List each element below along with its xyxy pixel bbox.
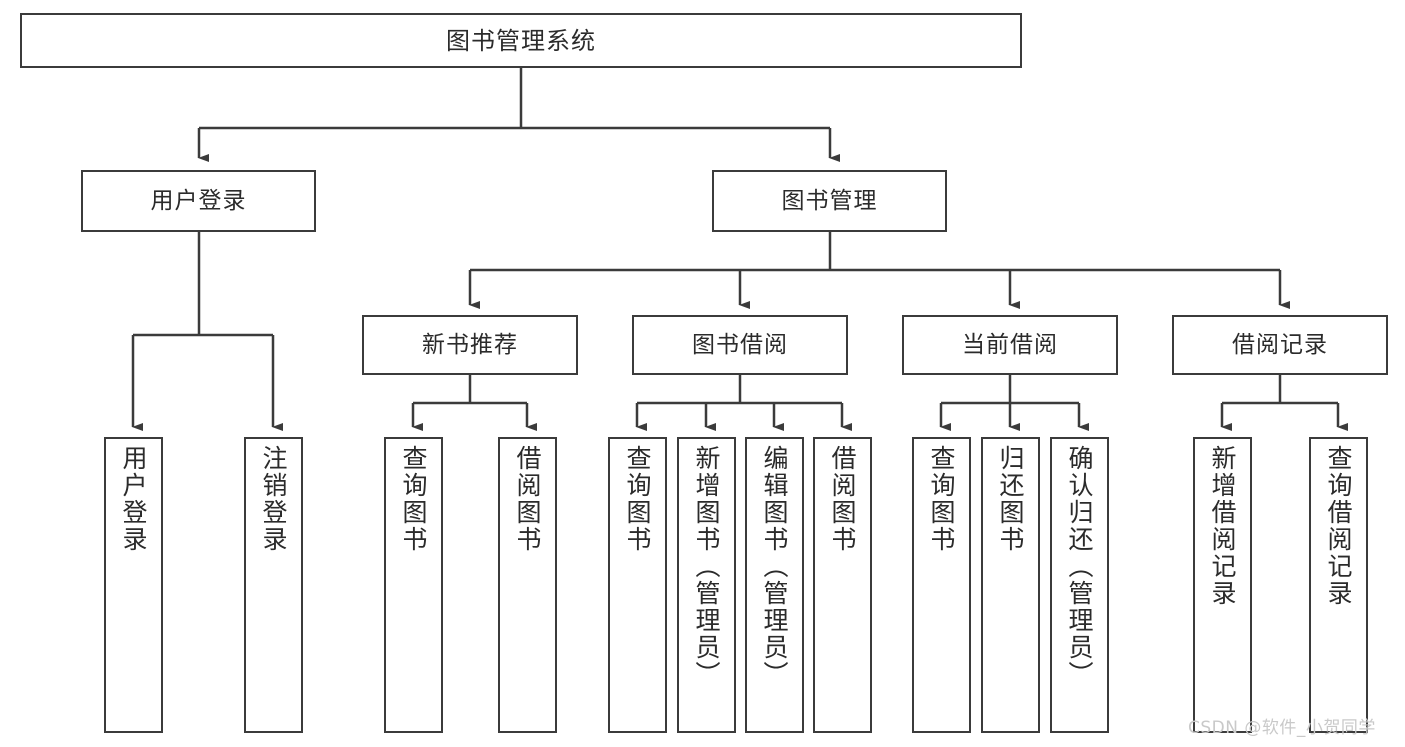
node-root[interactable]: 图书管理系统: [20, 13, 1022, 68]
node-borrow-record[interactable]: 借阅记录: [1172, 315, 1388, 375]
node-label: 当前借阅: [962, 331, 1058, 358]
node-label: 图书管理: [781, 187, 878, 214]
leaf-borrow-query-book[interactable]: 查询图书: [608, 437, 667, 733]
node-label: 注销登录: [259, 445, 288, 553]
node-label: 新增图书（管理员）: [692, 445, 721, 688]
leaf-current-confirm-return-admin[interactable]: 确认归还（管理员）: [1050, 437, 1109, 733]
node-label: 借阅记录: [1232, 331, 1328, 358]
node-label: 编辑图书（管理员）: [760, 445, 789, 688]
node-label: 确认归还（管理员）: [1065, 445, 1094, 688]
leaf-borrow-borrow-book[interactable]: 借阅图书: [813, 437, 872, 733]
node-user-login[interactable]: 用户登录: [81, 170, 316, 232]
node-label: 图书借阅: [692, 331, 788, 358]
leaf-current-query-book[interactable]: 查询图书: [912, 437, 971, 733]
node-current-borrow[interactable]: 当前借阅: [902, 315, 1118, 375]
leaf-user-login-login[interactable]: 用户登录: [104, 437, 163, 733]
node-label: 查询图书: [927, 445, 956, 553]
node-label: 查询图书: [623, 445, 652, 553]
leaf-borrow-edit-book-admin[interactable]: 编辑图书（管理员）: [745, 437, 804, 733]
leaf-recommend-borrow-book[interactable]: 借阅图书: [498, 437, 557, 733]
leaf-record-add-record[interactable]: 新增借阅记录: [1193, 437, 1252, 733]
node-book-borrow[interactable]: 图书借阅: [632, 315, 848, 375]
node-new-book-recommend[interactable]: 新书推荐: [362, 315, 578, 375]
leaf-borrow-add-book-admin[interactable]: 新增图书（管理员）: [677, 437, 736, 733]
node-label: 查询图书: [399, 445, 428, 553]
node-label: 新书推荐: [422, 331, 518, 358]
leaf-user-login-logout[interactable]: 注销登录: [244, 437, 303, 733]
leaf-recommend-query-book[interactable]: 查询图书: [384, 437, 443, 733]
watermark: CSDN @软件_小贺同学: [1188, 718, 1376, 738]
node-label: 借阅图书: [828, 445, 857, 553]
node-label: 新增借阅记录: [1208, 445, 1237, 607]
node-book-management[interactable]: 图书管理: [712, 170, 947, 232]
leaf-current-return-book[interactable]: 归还图书: [981, 437, 1040, 733]
node-label: 图书管理系统: [446, 26, 596, 55]
node-label: 用户登录: [119, 445, 148, 553]
node-label: 借阅图书: [513, 445, 542, 553]
node-label: 归还图书: [996, 445, 1025, 553]
node-label: 查询借阅记录: [1324, 445, 1353, 607]
node-label: 用户登录: [150, 187, 247, 214]
leaf-record-query-record[interactable]: 查询借阅记录: [1309, 437, 1368, 733]
